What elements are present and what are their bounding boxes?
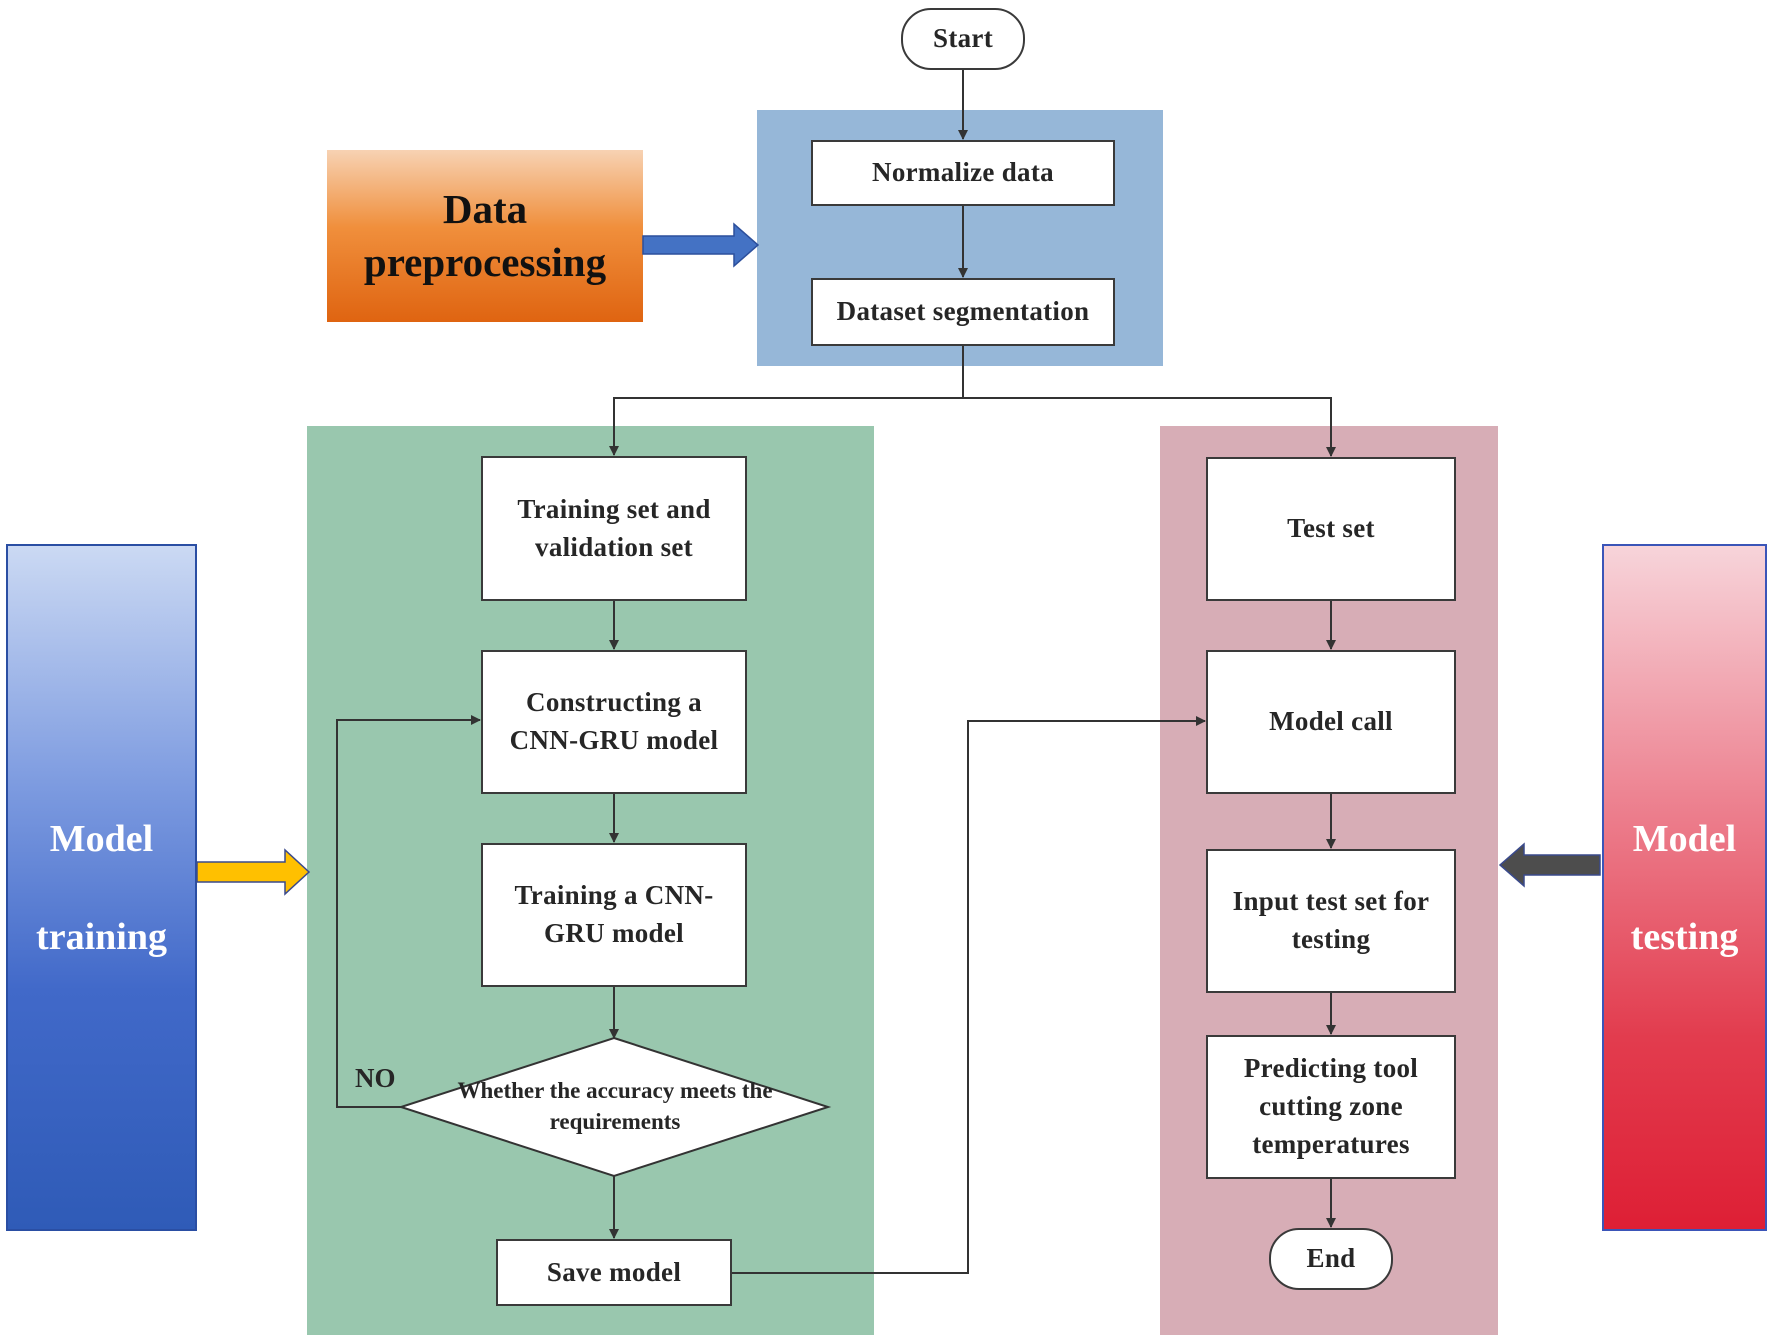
input-test-set-node: Input test set for testing — [1206, 849, 1456, 993]
model-testing-label-line2: testing — [1630, 915, 1739, 958]
train-cnn-gru-node: Training a CNN-GRU model — [481, 843, 747, 987]
test-set-node: Test set — [1206, 457, 1456, 601]
data-preprocessing-label-line2: preprocessing — [363, 239, 607, 285]
predict-temperature-node: Predicting tool cutting zone temperature… — [1206, 1035, 1456, 1179]
start-node: Start — [901, 8, 1025, 70]
dataset-segmentation-node: Dataset segmentation — [811, 278, 1115, 346]
connector-decision-no-loop — [336, 715, 481, 1108]
data-preprocessing-label-line1: Data — [442, 185, 528, 232]
accuracy-decision-diamond — [397, 1036, 832, 1178]
model-training-label: Model training — [6, 544, 197, 1231]
data-preprocessing-label: Data preprocessing — [327, 150, 643, 322]
connector-save-modelcall — [732, 716, 1206, 1274]
model-training-label-line2: training — [36, 915, 167, 958]
model-call-node: Model call — [1206, 650, 1456, 794]
training-block-arrow — [196, 848, 311, 896]
end-node: End — [1269, 1228, 1393, 1290]
training-validation-set-node: Training set and validation set — [481, 456, 747, 601]
connector-segmentation-test — [963, 397, 1336, 457]
testing-block-arrow — [1498, 842, 1601, 888]
preprocessing-block-arrow — [642, 222, 760, 268]
model-testing-label-line1: Model — [1632, 817, 1737, 860]
normalize-data-node: Normalize data — [811, 140, 1115, 206]
model-training-label-line1: Model — [49, 817, 154, 860]
connector-segmentation-training — [609, 346, 964, 456]
no-branch-label: NO — [355, 1063, 396, 1093]
accuracy-decision-label: Whether the accuracy meets the requireme… — [457, 1078, 773, 1135]
model-testing-label: Model testing — [1602, 544, 1767, 1231]
save-model-node: Save model — [496, 1239, 732, 1306]
construct-cnn-gru-node: Constructing a CNN-GRU model — [481, 650, 747, 794]
